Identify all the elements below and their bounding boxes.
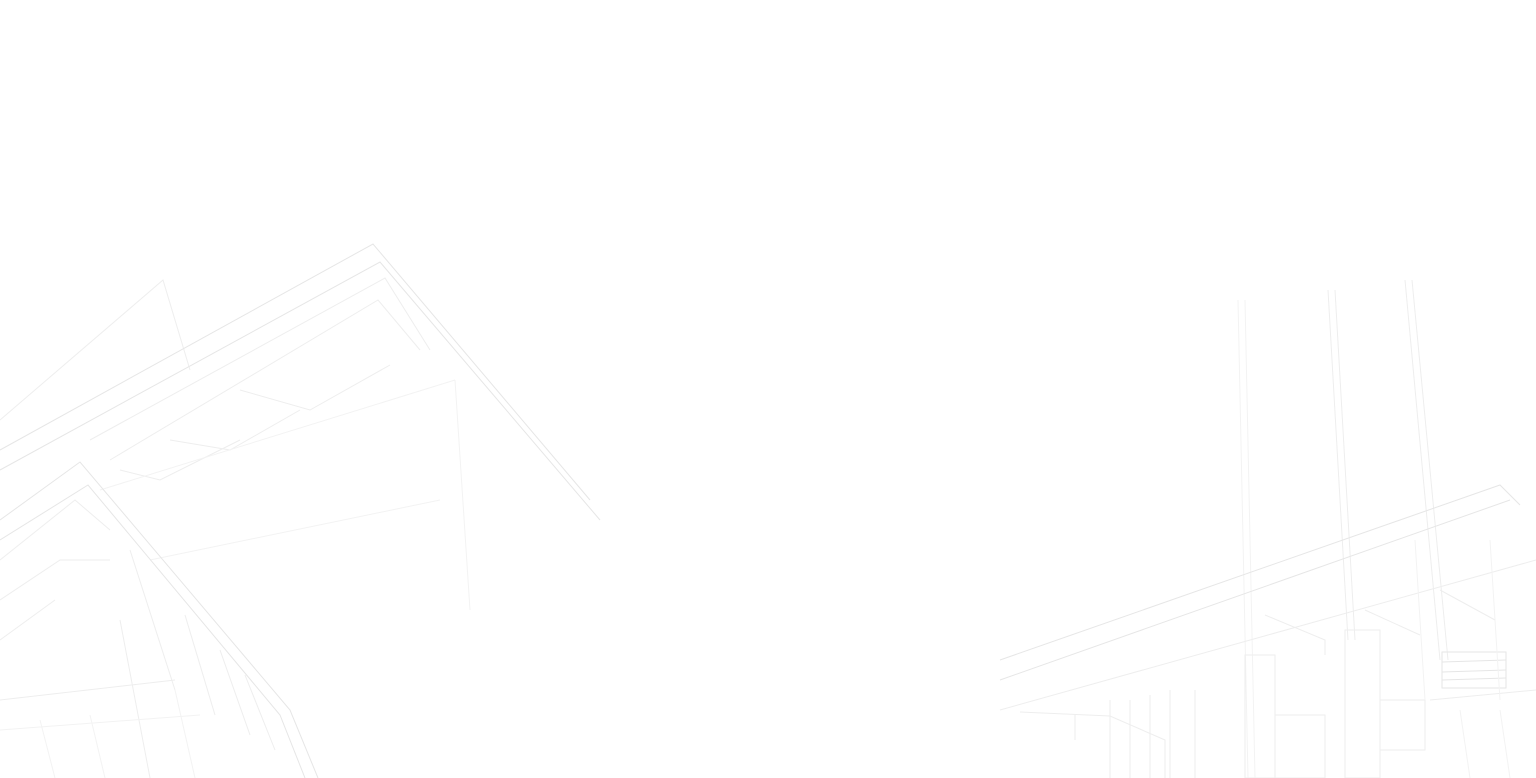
right-building-sketch — [999, 279, 1536, 778]
left-building-sketch — [0, 243, 601, 778]
